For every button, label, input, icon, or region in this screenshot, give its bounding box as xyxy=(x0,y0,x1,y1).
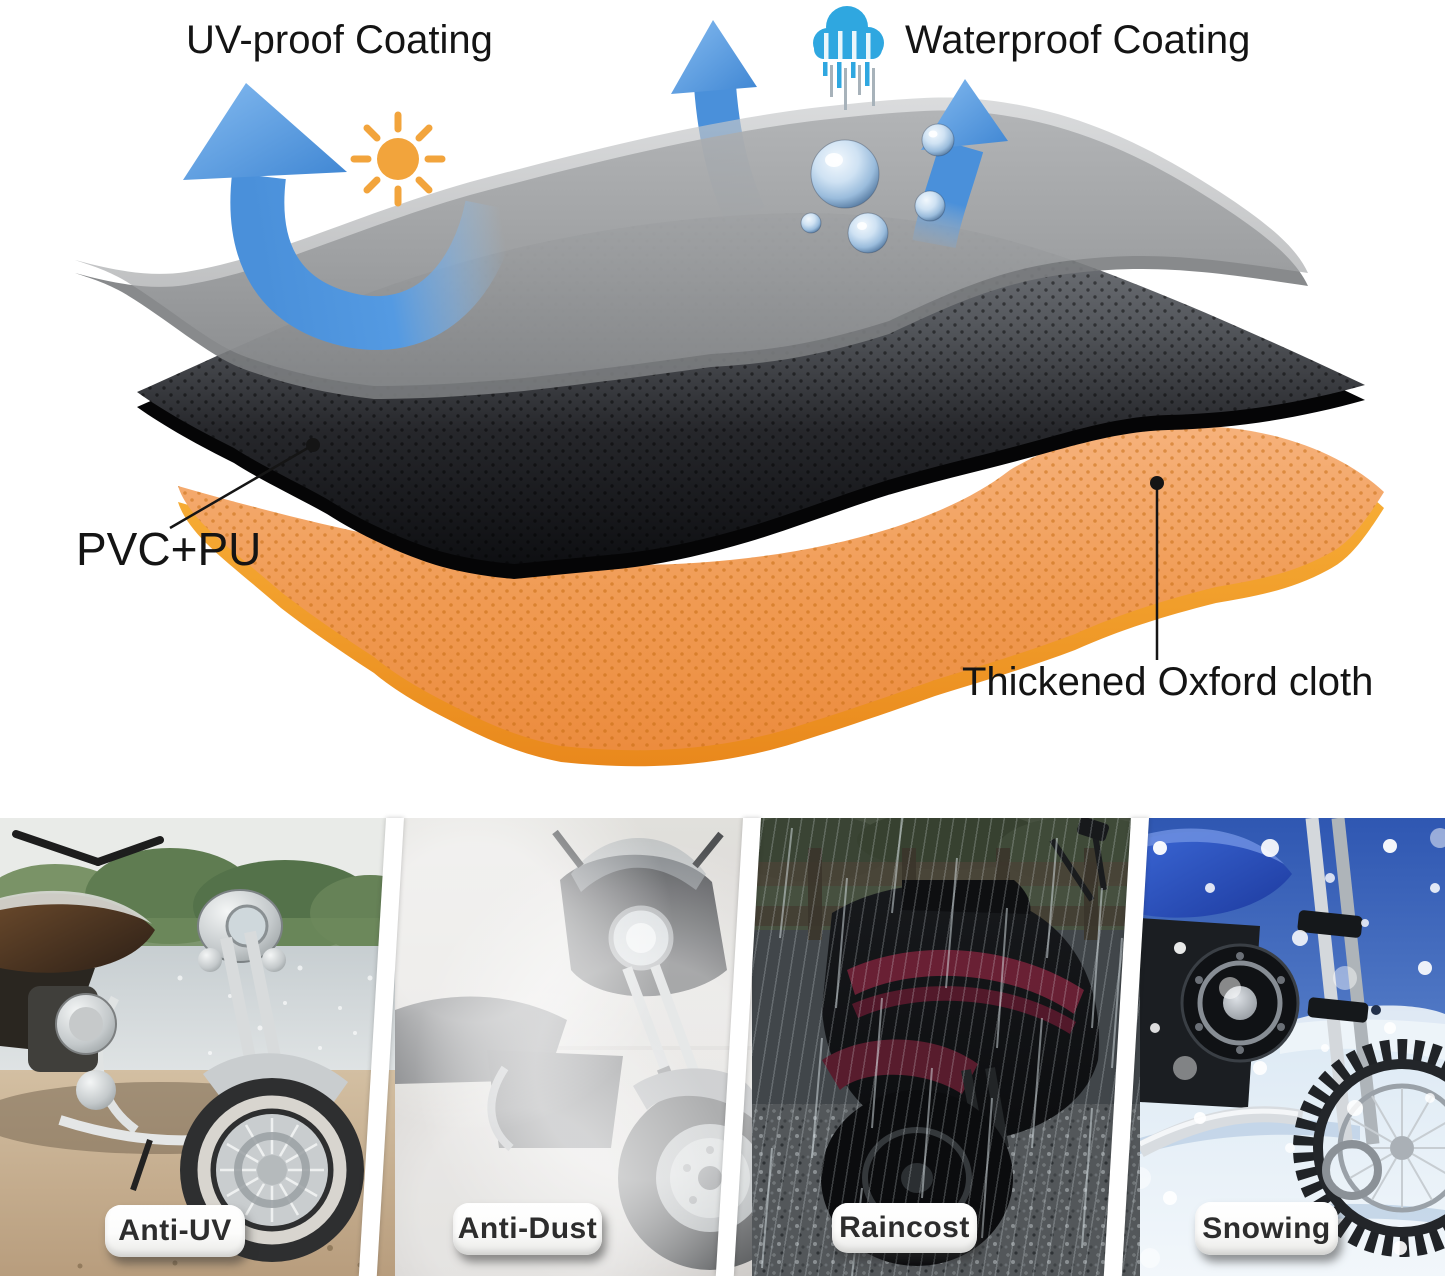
kickstand xyxy=(130,1139,153,1191)
motorcycle-illustration xyxy=(1140,818,1445,1257)
layers-illustration xyxy=(75,6,1384,767)
rain-cloud-icon xyxy=(813,6,884,110)
exhaust-pipe xyxy=(1140,1106,1304,1158)
maroon-stripe xyxy=(847,949,1084,1014)
oxford-cloth-layer xyxy=(178,425,1384,767)
waterproof-coating-label: Waterproof Coating xyxy=(905,18,1251,62)
fuel-tank xyxy=(0,893,155,973)
water-droplet-icon xyxy=(800,123,955,254)
clutch-cover xyxy=(1180,943,1300,1063)
pvc-pu-label: PVC+PU xyxy=(76,523,262,575)
front-fender xyxy=(822,1039,978,1094)
mirror xyxy=(1076,818,1110,842)
photo-raincoat: Raincost xyxy=(752,818,1140,1276)
uv-proof-coating-label: UV-proof Coating xyxy=(186,18,493,62)
anti-uv-badge-label: Anti-UV xyxy=(118,1214,232,1247)
snowy-scene xyxy=(1140,818,1445,1276)
callout-leader-lines xyxy=(169,438,1164,660)
anti-uv-badge: Anti-UV xyxy=(105,1205,245,1257)
snowing-badge: Snowing xyxy=(1195,1202,1338,1255)
anti-dust-badge: Anti-Dust xyxy=(453,1203,602,1255)
sun-icon xyxy=(350,111,446,207)
engine xyxy=(487,1050,623,1148)
headlight xyxy=(197,889,286,972)
water-sparkle xyxy=(177,965,373,1055)
photo-strip: Anti-UV xyxy=(0,818,1445,1276)
oxford-cloth-label: Thickened Oxford cloth xyxy=(962,660,1374,704)
snowflakes xyxy=(1140,828,1445,1268)
photo-snowing: Snowing xyxy=(1140,818,1445,1276)
photo-anti-dust: Anti-Dust xyxy=(395,818,752,1276)
engine xyxy=(28,986,117,1110)
snowing-badge-label: Snowing xyxy=(1202,1211,1331,1245)
raincoat-badge-label: Raincost xyxy=(839,1211,970,1244)
rainy-scene xyxy=(752,818,1140,1276)
raincoat-badge: Raincost xyxy=(832,1203,977,1253)
fairing-body xyxy=(822,885,1100,1142)
distant-figure xyxy=(1371,1005,1381,1015)
material-layers-diagram: UV-proof Coating Waterproof Coating PVC+… xyxy=(75,6,1384,767)
up-arrow-icon xyxy=(183,83,519,350)
fuel-tank xyxy=(1140,831,1292,918)
anti-dust-badge-label: Anti-Dust xyxy=(457,1212,598,1245)
handlebars xyxy=(12,830,164,866)
photo-anti-uv: Anti-UV xyxy=(0,818,395,1276)
sprocket xyxy=(1322,1140,1382,1200)
